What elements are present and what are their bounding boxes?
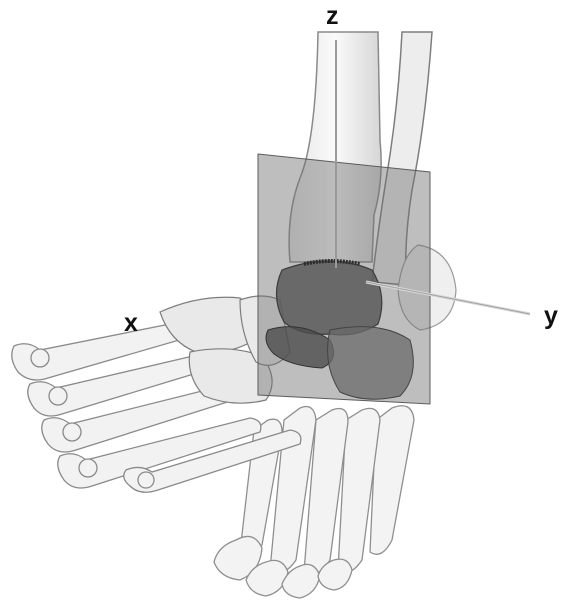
y-axis-label: y xyxy=(544,304,558,329)
x-axis-label: x xyxy=(124,311,138,336)
z-axis-label: z xyxy=(326,4,339,29)
